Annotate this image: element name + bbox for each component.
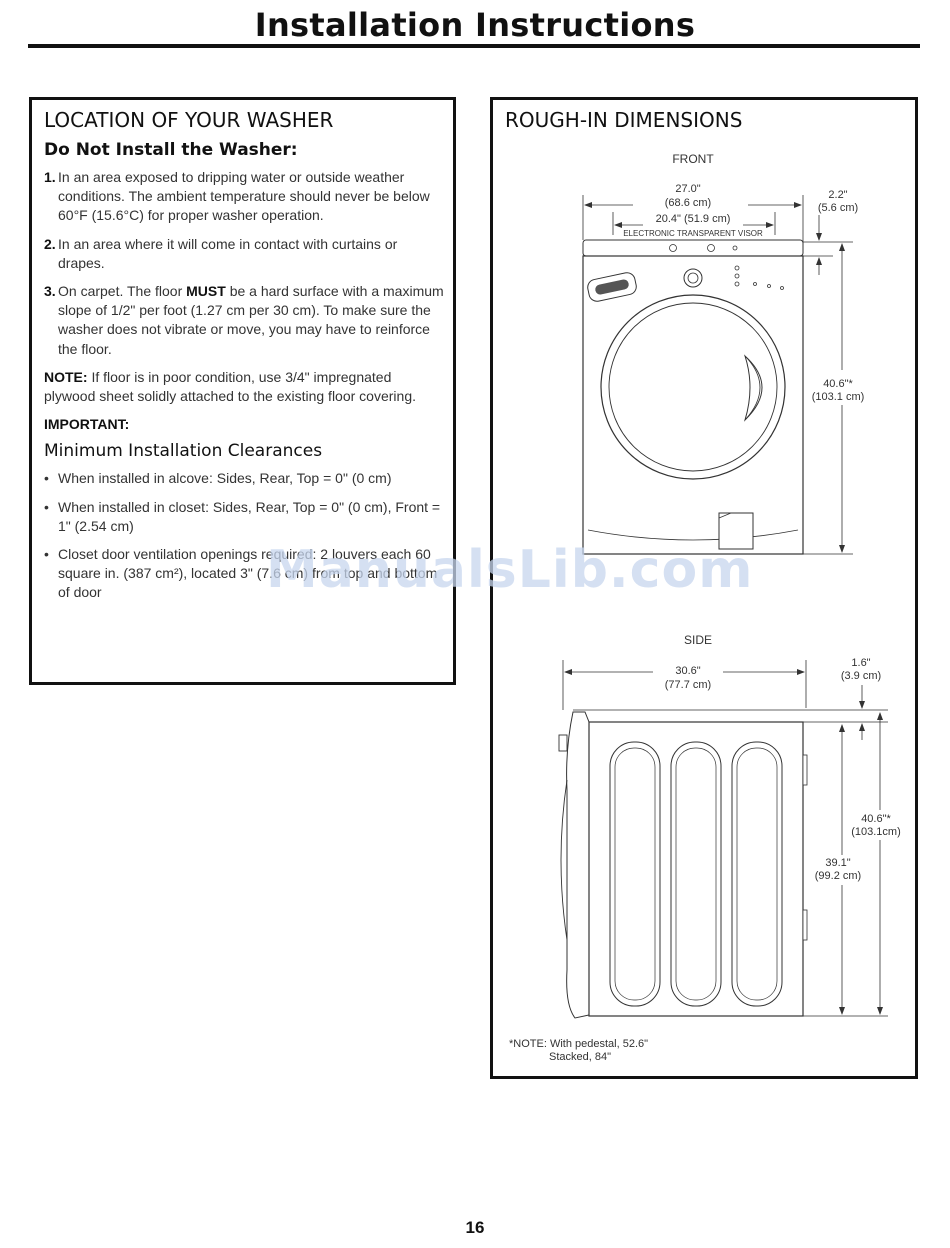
side-depth-cm: (77.7 cm): [665, 679, 711, 691]
footnote-line-1: *NOTE: With pedestal, 52.6": [509, 1038, 648, 1050]
front-height-in: 40.6"*: [823, 378, 853, 390]
important-label: IMPORTANT:: [44, 416, 130, 433]
side-height-cm: (103.1cm): [851, 826, 901, 838]
note-text: If floor is in poor condition, use 3/4" …: [44, 368, 416, 405]
front-top-in: 2.2": [828, 189, 847, 201]
location-title: LOCATION OF YOUR WASHER: [44, 108, 334, 132]
side-body-in: 39.1": [825, 857, 850, 869]
visor-width-dimension: 20.4" (51.9 cm) ELECTRONIC TRANSPARENT V…: [612, 212, 776, 238]
front-top-cm: (5.6 cm): [818, 202, 858, 214]
side-body-cm: (99.2 cm): [815, 870, 861, 882]
front-label: FRONT: [672, 152, 714, 166]
list-item: 2. In an area where it will come in cont…: [44, 235, 444, 273]
front-height-dimension: 40.6"* (103.1 cm): [803, 243, 865, 555]
location-content: LOCATION OF YOUR WASHER Do Not Install t…: [44, 108, 444, 603]
side-top-in: 1.6": [851, 657, 870, 669]
rough-in-diagram: FRONT 27.0" (68.6 cm) 20.4" (51.9 cm) EL…: [509, 152, 901, 1063]
item-number: 1.: [44, 169, 56, 185]
watermark: ManualsLib.com: [266, 540, 754, 600]
rough-in-panel: ROUGH-IN DIMENSIONS FRONT 27.0" (68.6 cm…: [490, 97, 918, 1079]
footnote-line-2: Stacked, 84": [549, 1051, 611, 1063]
list-item: When installed in closet: Sides, Rear, T…: [44, 498, 444, 536]
front-width-in: 27.0": [675, 183, 700, 195]
list-item: Closet door ventilation openings require…: [44, 545, 444, 603]
list-item: 3. On carpet. The floor MUST be a hard s…: [44, 282, 444, 359]
item-text: On carpet. The floor: [58, 283, 187, 300]
washer-side-drawing: [558, 711, 808, 1019]
page-title: Installation Instructions: [254, 6, 696, 44]
side-height-dimension: 40.6"* (103.1cm) 39.1" (99.2 cm): [803, 712, 901, 1017]
side-label: SIDE: [684, 633, 712, 647]
note-paragraph: NOTE: If floor is in poor condition, use…: [44, 368, 444, 406]
do-not-install-title: Do Not Install the Washer:: [44, 140, 298, 160]
clearances-title: Minimum Installation Clearances: [44, 441, 323, 462]
item-text: be a hard surface with a maximum slope o…: [58, 283, 444, 357]
title-divider: [28, 44, 920, 48]
item-number: 2.: [44, 235, 56, 252]
item-emphasis: MUST: [186, 283, 226, 300]
front-width-dimension: 27.0" (68.6 cm): [582, 183, 804, 250]
list-item: 1. In an area exposed to dripping water …: [44, 168, 444, 226]
list-item: When installed in alcove: Sides, Rear, T…: [44, 469, 444, 488]
note-label: NOTE:: [44, 368, 88, 385]
front-top-dimension: 2.2" (5.6 cm): [783, 189, 858, 275]
item-number: 3.: [44, 283, 56, 300]
item-text: In an area where it will come in contact…: [58, 235, 398, 271]
side-height-in: 40.6"*: [861, 813, 891, 825]
visor-width: 20.4" (51.9 cm): [656, 213, 731, 225]
side-depth-in: 30.6": [675, 665, 700, 677]
side-top-cm: (3.9 cm): [841, 670, 881, 682]
front-width-cm: (68.6 cm): [665, 197, 711, 209]
location-panel: LOCATION OF YOUR WASHER Do Not Install t…: [29, 97, 456, 685]
front-height-cm: (103.1 cm): [812, 391, 865, 403]
page-number: 16: [465, 1218, 485, 1237]
visor-label: ELECTRONIC TRANSPARENT VISOR: [623, 229, 763, 238]
rough-in-title: ROUGH-IN DIMENSIONS: [505, 108, 743, 132]
item-text: In an area exposed to dripping water or …: [58, 169, 430, 224]
side-depth-dimension: 30.6" (77.7 cm): [562, 660, 807, 710]
washer-front-drawing: [582, 239, 804, 555]
